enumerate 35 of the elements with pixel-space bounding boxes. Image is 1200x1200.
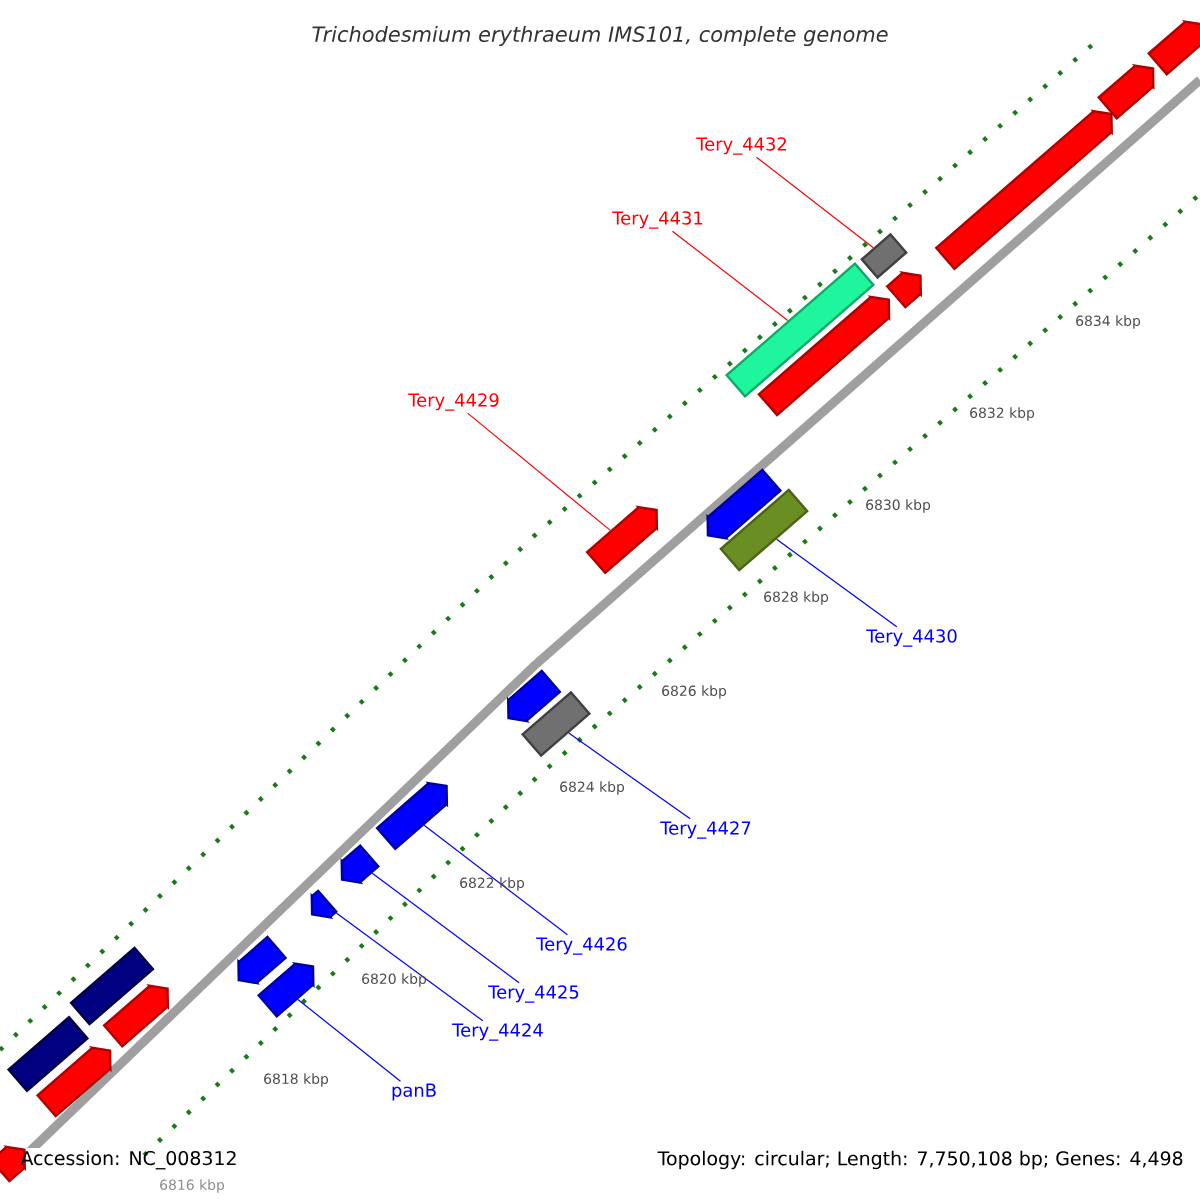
gene-block: [706, 468, 783, 540]
gene-label: Tery_4426: [536, 937, 627, 955]
leader-line: [671, 230, 789, 322]
gene-label: Tery_4425: [488, 985, 579, 1003]
leader-line: [371, 872, 520, 984]
gene-block: [237, 935, 288, 985]
gene-label: Tery_4427: [660, 821, 751, 839]
gene-label: Tery_4432: [696, 137, 786, 155]
leader-line: [297, 998, 402, 1082]
gene-block: [585, 505, 659, 575]
gene-label: Tery_4431: [612, 211, 703, 229]
gene-box: [69, 946, 155, 1026]
gene-block: [35, 1046, 112, 1118]
gene-block: [934, 109, 1113, 271]
gene-block: [757, 295, 891, 417]
gene-label: Tery_4429: [408, 393, 499, 411]
title: Trichodesmium erythraeum IMS101, complete genome: [312, 25, 888, 47]
gene-label: panB: [392, 1083, 436, 1101]
leader-line: [776, 538, 898, 628]
leader-line: [568, 732, 691, 820]
gene-label: Tery_4424: [452, 1023, 543, 1041]
leader-line: [423, 824, 568, 936]
leader-line: [467, 412, 611, 531]
gene-block: [375, 781, 449, 851]
gene-block: [102, 984, 170, 1048]
gene-block: [340, 843, 380, 885]
footer-text: Topology: circular; Length: 7,750,108 bp; Genes: 4,498: [657, 1150, 1183, 1170]
gene-block: [257, 961, 315, 1018]
gene-block: [1147, 19, 1200, 76]
leader-line: [755, 156, 874, 249]
gene-block: [310, 889, 338, 919]
gene-block: [1097, 63, 1155, 120]
gene-label: Tery_4430: [866, 629, 957, 647]
leader-line: [335, 912, 484, 1022]
gene-box: [719, 488, 809, 572]
